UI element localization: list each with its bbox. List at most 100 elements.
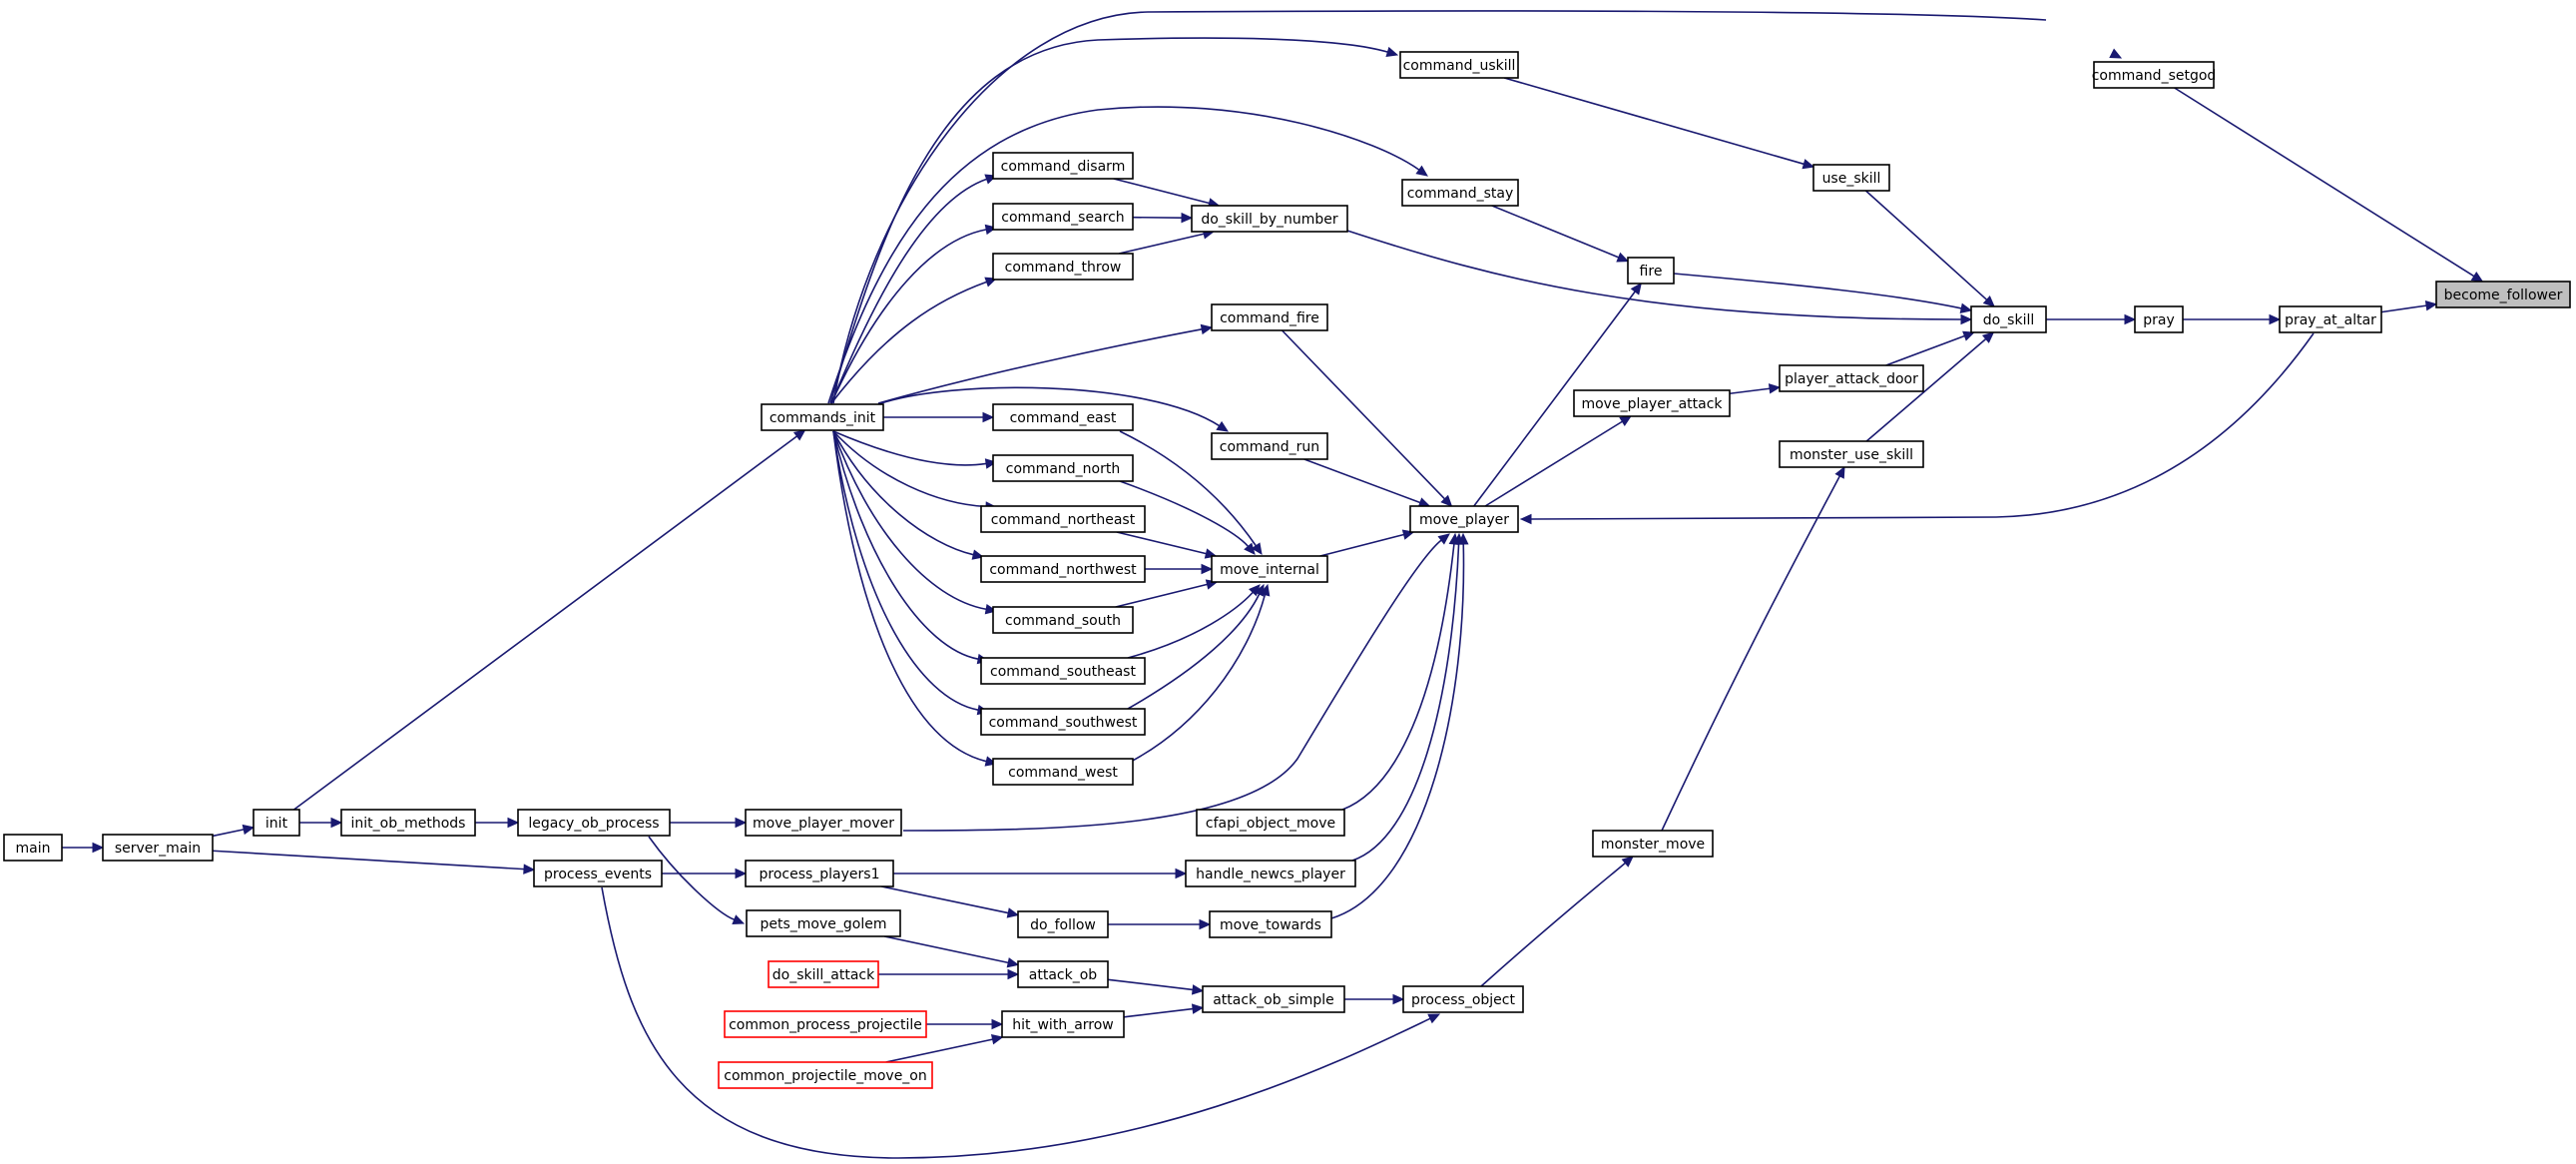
node-monster-move[interactable]: monster_move	[1592, 830, 1714, 858]
node-box[interactable]	[746, 909, 901, 937]
node-command-throw[interactable]: command_throw	[992, 253, 1134, 281]
node-pray[interactable]: pray	[2134, 305, 2184, 333]
node-box[interactable]	[724, 1010, 927, 1038]
node-move-player-mover[interactable]: move_player_mover	[745, 809, 902, 837]
node-box[interactable]	[1401, 179, 1519, 207]
node-command-southwest[interactable]: command_southwest	[980, 708, 1146, 736]
node-command-south[interactable]: command_south	[992, 606, 1134, 634]
node-move-towards[interactable]: move_towards	[1209, 910, 1332, 938]
node-box[interactable]	[1202, 985, 1345, 1013]
node-attack-ob-simple[interactable]: attack_ob_simple	[1202, 985, 1345, 1013]
node-box[interactable]	[1209, 910, 1332, 938]
node-box[interactable]	[768, 960, 879, 988]
node-box[interactable]	[761, 403, 884, 431]
node-move-internal[interactable]: move_internal	[1211, 555, 1328, 583]
node-attack-ob[interactable]: attack_ob	[1017, 960, 1109, 988]
node-do-skill[interactable]: do_skill	[1970, 305, 2047, 333]
node-box[interactable]	[980, 555, 1146, 583]
node-legacy-ob-process[interactable]: legacy_ob_process	[517, 809, 671, 837]
node-init[interactable]: init	[253, 809, 300, 837]
node-box[interactable]	[980, 657, 1146, 685]
node-command-northwest[interactable]: command_northwest	[980, 555, 1146, 583]
node-use-skill[interactable]: use_skill	[1812, 164, 1890, 192]
node-box[interactable]	[1812, 164, 1890, 192]
node-pray-at-altar[interactable]: pray_at_altar	[2279, 305, 2382, 333]
node-box[interactable]	[1627, 257, 1675, 285]
node-command-fire[interactable]: command_fire	[1211, 303, 1328, 331]
node-move-player[interactable]: move_player	[1409, 505, 1519, 533]
node-box[interactable]	[980, 505, 1146, 533]
node-box[interactable]	[1399, 51, 1519, 79]
node-do-skill-attack[interactable]: do_skill_attack	[768, 960, 879, 988]
node-box[interactable]	[992, 606, 1134, 634]
node-box[interactable]	[1779, 440, 1924, 468]
node-box[interactable]	[992, 203, 1134, 231]
node-process-events[interactable]: process_events	[533, 860, 663, 887]
node-box[interactable]	[745, 809, 902, 837]
node-command-stay[interactable]: command_stay	[1401, 179, 1519, 207]
node-box[interactable]	[718, 1061, 933, 1089]
node-do-skill-by-number[interactable]: do_skill_by_number	[1191, 205, 1348, 233]
node-fire[interactable]: fire	[1627, 257, 1675, 285]
node-box[interactable]	[1185, 860, 1356, 887]
node-process-players1[interactable]: process_players1	[745, 860, 894, 887]
node-box[interactable]	[992, 253, 1134, 281]
node-do-follow[interactable]: do_follow	[1017, 910, 1109, 938]
node-cfapi-object-move[interactable]: cfapi_object_move	[1196, 809, 1345, 837]
node-commands-init[interactable]: commands_init	[761, 403, 884, 431]
node-box[interactable]	[1211, 432, 1328, 460]
node-box[interactable]	[517, 809, 671, 837]
node-box[interactable]	[2435, 281, 2571, 308]
node-command-search[interactable]: command_search	[992, 203, 1134, 231]
node-command-disarm[interactable]: command_disarm	[992, 152, 1134, 180]
node-box[interactable]	[992, 454, 1134, 482]
node-box[interactable]	[3, 834, 63, 862]
node-common-projectile-move-on[interactable]: common_projectile_move_on	[718, 1061, 933, 1089]
node-box[interactable]	[745, 860, 894, 887]
node-command-north[interactable]: command_north	[992, 454, 1134, 482]
node-command-run[interactable]: command_run	[1211, 432, 1328, 460]
node-box[interactable]	[1017, 960, 1109, 988]
node-command-uskill[interactable]: command_uskill	[1399, 51, 1519, 79]
node-box[interactable]	[992, 758, 1134, 786]
node-main[interactable]: main	[3, 834, 63, 862]
node-box[interactable]	[1402, 985, 1524, 1013]
node-box[interactable]	[1409, 505, 1519, 533]
node-box[interactable]	[253, 809, 300, 837]
node-become-follower[interactable]: become_follower	[2435, 281, 2571, 308]
node-box[interactable]	[2134, 305, 2184, 333]
node-hit-with-arrow[interactable]: hit_with_arrow	[1001, 1010, 1125, 1038]
node-monster-use-skill[interactable]: monster_use_skill	[1779, 440, 1924, 468]
node-command-east[interactable]: command_east	[992, 403, 1134, 431]
node-box[interactable]	[1573, 389, 1731, 417]
node-command-southeast[interactable]: command_southeast	[980, 657, 1146, 685]
node-box[interactable]	[1211, 303, 1328, 331]
node-box[interactable]	[2093, 61, 2215, 89]
node-command-setgod[interactable]: command_setgod	[2092, 61, 2217, 89]
node-box[interactable]	[1592, 830, 1714, 858]
node-box[interactable]	[533, 860, 663, 887]
node-box[interactable]	[102, 834, 214, 862]
node-box[interactable]	[340, 809, 476, 837]
node-init-ob-methods[interactable]: init_ob_methods	[340, 809, 476, 837]
node-box[interactable]	[1017, 910, 1109, 938]
node-box[interactable]	[1779, 364, 1924, 392]
node-box[interactable]	[992, 403, 1134, 431]
node-handle-newcs-player[interactable]: handle_newcs_player	[1185, 860, 1356, 887]
node-box[interactable]	[1001, 1010, 1125, 1038]
node-box[interactable]	[1211, 555, 1328, 583]
node-box[interactable]	[2279, 305, 2382, 333]
node-box[interactable]	[980, 708, 1146, 736]
node-move-player-attack[interactable]: move_player_attack	[1573, 389, 1731, 417]
node-command-west[interactable]: command_west	[992, 758, 1134, 786]
node-pets-move-golem[interactable]: pets_move_golem	[746, 909, 901, 937]
node-box[interactable]	[1970, 305, 2047, 333]
node-server-main[interactable]: server_main	[102, 834, 214, 862]
node-box[interactable]	[1191, 205, 1348, 233]
node-box[interactable]	[1196, 809, 1345, 837]
node-player-attack-door[interactable]: player_attack_door	[1779, 364, 1924, 392]
node-common-process-projectile[interactable]: common_process_projectile	[724, 1010, 927, 1038]
node-box[interactable]	[992, 152, 1134, 180]
node-process-object[interactable]: process_object	[1402, 985, 1524, 1013]
node-command-northeast[interactable]: command_northeast	[980, 505, 1146, 533]
